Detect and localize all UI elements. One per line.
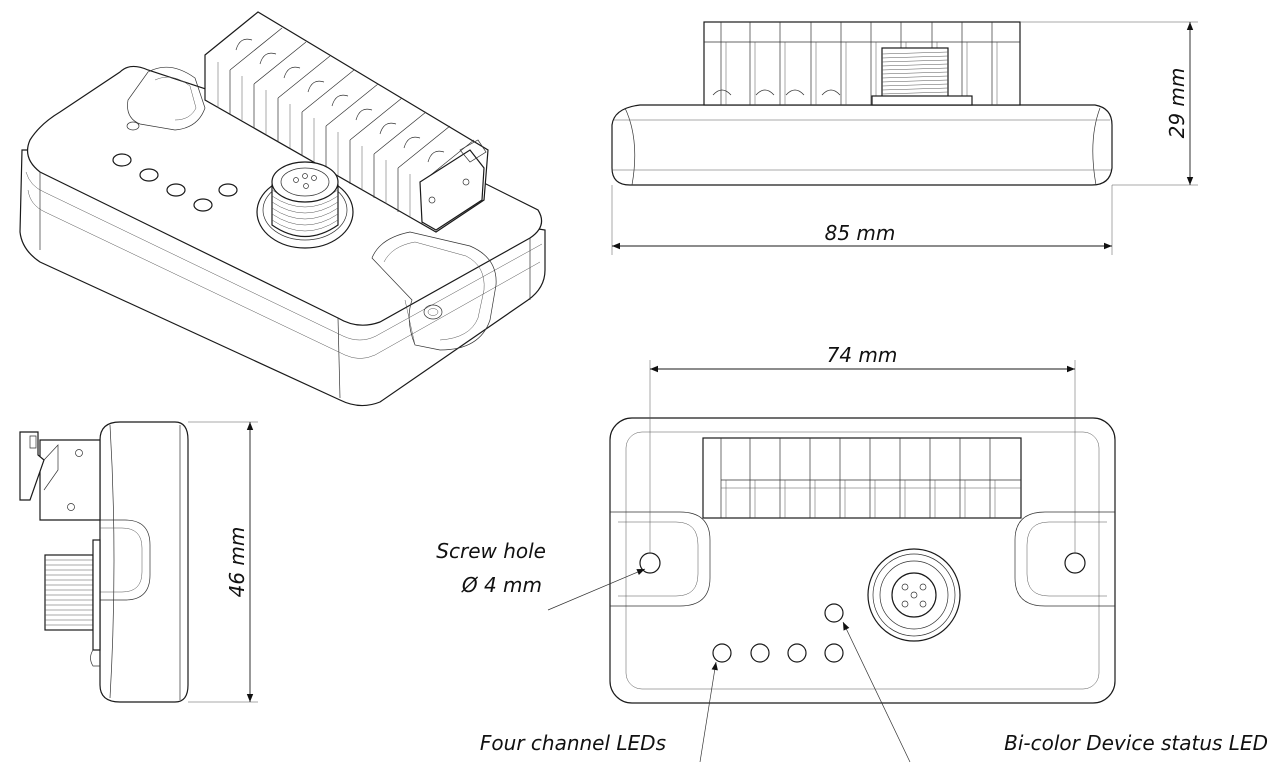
dimension-height: 29 mm bbox=[1020, 21, 1198, 186]
dimension-width-label: 46 mm bbox=[225, 527, 249, 598]
dimension-hole-spacing-label: 74 mm bbox=[827, 343, 898, 367]
front-base bbox=[611, 104, 1113, 186]
top-m12-connector bbox=[867, 548, 961, 642]
front-view: 85 mm 29 mm bbox=[611, 21, 1198, 255]
top-left-notch bbox=[610, 511, 711, 607]
iso-left-notch bbox=[127, 66, 206, 131]
top-view: 74 mm bbox=[609, 343, 1116, 704]
side-notch bbox=[100, 519, 151, 601]
iso-m12-connector bbox=[256, 161, 354, 249]
channel-led-1 bbox=[712, 643, 732, 663]
top-terminal-block bbox=[702, 437, 1022, 519]
side-base bbox=[99, 421, 189, 703]
channel-led-4 bbox=[824, 643, 844, 663]
screw-hole-right bbox=[1064, 552, 1086, 574]
side-terminal bbox=[19, 431, 101, 521]
callout-channel-leds: Four channel LEDs bbox=[480, 661, 718, 763]
screw-hole-label: Screw hole bbox=[436, 539, 546, 563]
status-led bbox=[824, 603, 844, 623]
channel-leds-label: Four channel LEDs bbox=[480, 731, 666, 755]
dimension-height-label: 29 mm bbox=[1165, 68, 1189, 139]
dimension-length-label: 85 mm bbox=[825, 221, 896, 245]
iso-right-notch bbox=[371, 231, 497, 351]
side-m12 bbox=[44, 539, 101, 667]
dimension-width: 46 mm bbox=[188, 421, 258, 703]
iso-terminal-block bbox=[204, 11, 489, 233]
dimension-length: 85 mm bbox=[611, 185, 1113, 255]
top-channel-leds bbox=[712, 643, 844, 663]
front-terminal-block bbox=[703, 21, 1021, 106]
front-m12-connector bbox=[871, 47, 973, 106]
screw-hole-diameter: Ø 4 mm bbox=[461, 573, 542, 597]
iso-leds bbox=[112, 153, 238, 212]
isometric-view bbox=[19, 11, 546, 407]
top-right-notch bbox=[1014, 511, 1115, 607]
channel-led-2 bbox=[750, 643, 770, 663]
callout-screw-hole: Screw hole Ø 4 mm bbox=[436, 539, 646, 611]
status-led-label: Bi-color Device status LED bbox=[1004, 731, 1268, 755]
callout-status-led: Bi-color Device status LED bbox=[842, 621, 1268, 763]
side-view: 46 mm bbox=[19, 421, 258, 703]
dimension-hole-spacing: 74 mm bbox=[649, 343, 1076, 553]
channel-led-3 bbox=[787, 643, 807, 663]
